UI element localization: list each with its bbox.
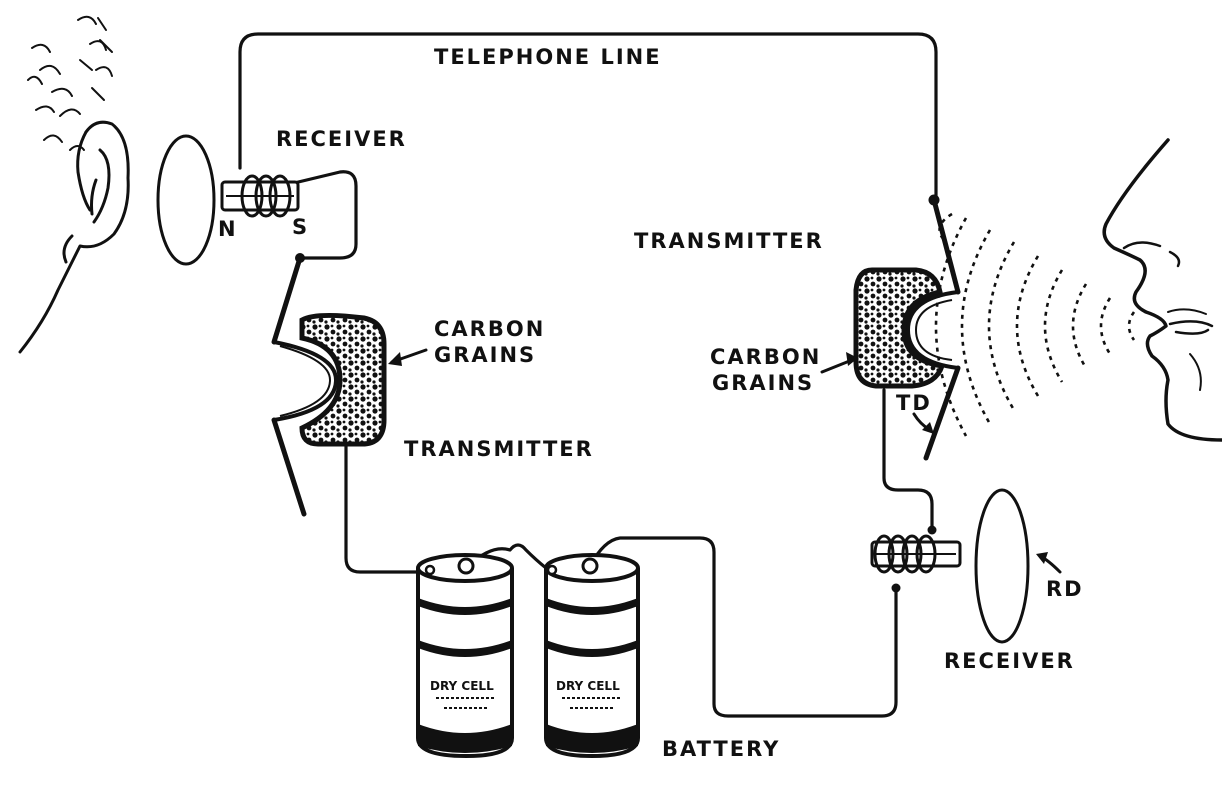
label-dry-cell-1: DRY CELL [430,679,494,693]
label-pole-s: S [292,215,309,239]
label-transmitter-left: TRANSMITTER [404,437,594,461]
label-carbon-left-2: GRAINS [434,343,536,367]
right-transmitter-to-receiver-wire [882,388,934,530]
label-receiver-right: RECEIVER [944,649,1075,673]
label-td: TD [896,391,932,415]
label-dry-cell-2: DRY CELL [556,679,620,693]
carbon-grains-right-arrowhead [846,352,858,366]
label-carbon-left-1: CARBON [434,317,545,341]
left-receiver-magnet [220,174,300,218]
right-receiver-magnet [870,525,962,593]
speaker-face-drawing [1102,138,1222,442]
left-receiver-diaphragm [156,134,216,266]
right-receiver-diaphragm [974,488,1030,644]
label-transmitter-right: TRANSMITTER [634,229,824,253]
label-receiver-left: RECEIVER [276,127,407,151]
carbon-grains-right-arrow [820,358,854,374]
right-transmitter [853,194,961,461]
rd-arrowhead [1036,552,1048,564]
label-carbon-right-1: CARBON [710,345,821,369]
label-battery: BATTERY [662,737,780,761]
left-transmitter [271,253,387,517]
td-arrowhead [922,422,934,434]
dry-cell-right [544,553,640,759]
battery-to-right-receiver-wire [588,536,898,718]
cell-connector-wire [466,543,548,570]
listener-ear-drawing [18,15,130,354]
label-carbon-right-2: GRAINS [712,371,814,395]
carbon-grains-left-arrowhead [388,352,402,366]
left-transmitter-to-battery-wire [344,442,430,574]
sound-waves [934,212,1136,437]
left-receiver-loop-wire [288,170,358,260]
telephone-line-wire [238,32,938,198]
circuit-wires [238,32,938,718]
label-rd: RD [1046,577,1084,601]
dry-cell-fine-print [436,697,622,709]
dry-cell-left [416,553,514,759]
label-pole-n: N [218,217,238,241]
label-telephone-line: TELEPHONE LINE [434,45,662,69]
